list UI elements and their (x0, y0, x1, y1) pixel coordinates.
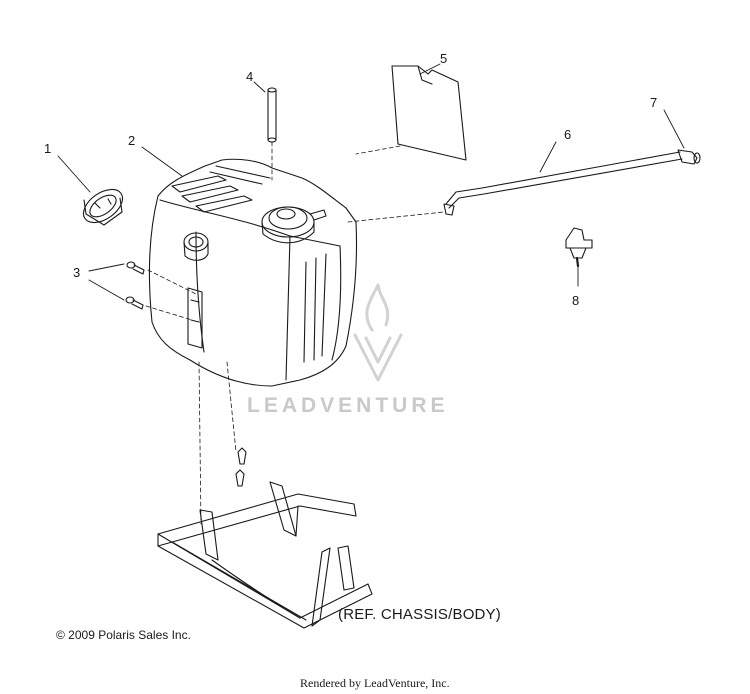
leader-lines (57, 63, 685, 301)
callout-8: 8 (572, 293, 580, 308)
callout-3: 3 (73, 265, 81, 280)
chassis-frame (157, 447, 373, 629)
callout-5: 5 (440, 51, 448, 66)
bolt-part (125, 261, 145, 310)
vent-tube-part (267, 87, 277, 143)
fuel-line-part (443, 151, 683, 216)
clip-part (565, 227, 593, 268)
watermark-text: LEADVENTURE (247, 394, 449, 417)
decal-part (391, 65, 467, 161)
copyright-text: © 2009 Polaris Sales Inc. (56, 628, 191, 642)
callout-6: 6 (564, 127, 572, 142)
fuel-tank-part (148, 158, 358, 387)
callout-4: 4 (246, 69, 254, 84)
callout-7: 7 (650, 95, 658, 110)
ref-chassis-note: (REF. CHASSIS/BODY) (338, 606, 501, 623)
fitting-part (677, 149, 701, 165)
callout-2: 2 (128, 133, 136, 148)
watermark-logo (353, 283, 403, 382)
rendered-by-text: Rendered by LeadVenture, Inc. (300, 676, 450, 690)
assembly-lines (145, 141, 445, 525)
fuel-cap-part (82, 188, 124, 226)
callout-1: 1 (44, 141, 52, 156)
